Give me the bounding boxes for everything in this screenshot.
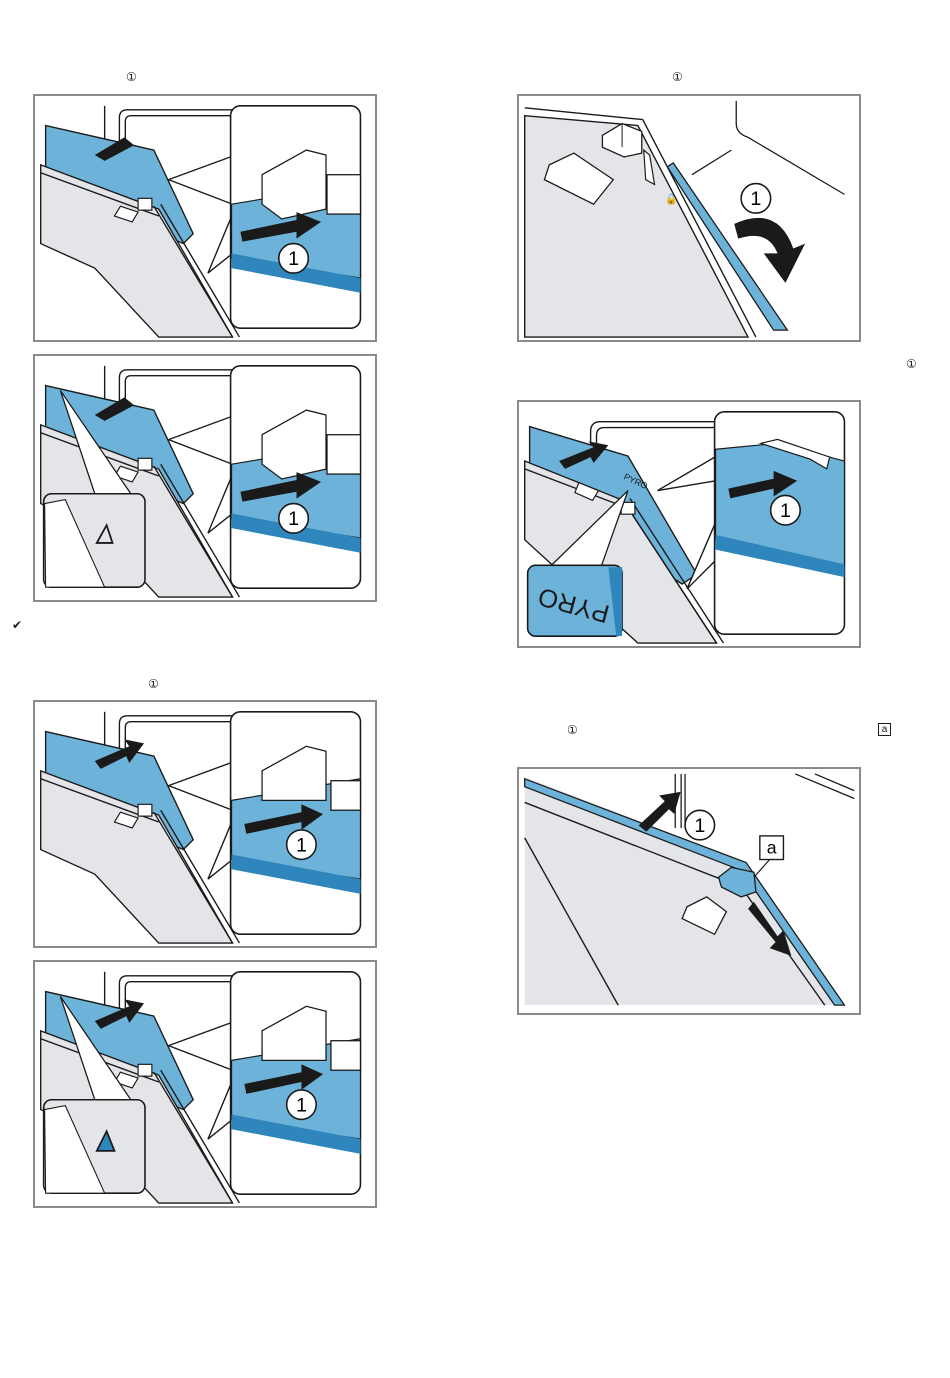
figure-insert-panel-2-drawing: 1 <box>35 962 375 1206</box>
step-ref-marker-right-mid: ① <box>906 358 917 370</box>
figure-remove-panel-1-drawing: 1 <box>35 96 375 340</box>
callout-1-label: 1 <box>750 188 761 210</box>
figure-insert-panel-2: 1 <box>33 960 377 1208</box>
figure-insert-panel-1: 1 <box>33 700 377 948</box>
callout-a-label: a <box>767 838 777 858</box>
figure-remove-panel-2: 1 <box>33 354 377 602</box>
callout-1-label: 1 <box>296 835 307 857</box>
figure-open-clip-drawing: 🔓 1 <box>519 96 859 340</box>
figure-insert-panel-1-drawing: 1 <box>35 702 375 946</box>
figure-close-clip-drawing: 1 a <box>519 769 859 1013</box>
figure-remove-panel-1: 1 <box>33 94 377 342</box>
callout-1-label: 1 <box>780 500 791 522</box>
figure-pyro-panel: PYRO PYRO 1 <box>517 400 861 648</box>
step-ref-marker-top-left: ① <box>126 71 137 83</box>
callout-1-label: 1 <box>288 508 299 530</box>
figure-pyro-panel-drawing: PYRO PYRO 1 <box>519 402 859 646</box>
step-ref-marker-top-right: ① <box>672 71 683 83</box>
callout-1-label: 1 <box>296 1095 307 1117</box>
part-ref-box-a: a <box>878 723 891 736</box>
check-icon: ✔ <box>12 618 22 632</box>
callout-1-label: 1 <box>694 815 705 837</box>
unlock-icon: 🔓 <box>665 193 677 205</box>
callout-1-label: 1 <box>288 248 299 270</box>
step-ref-marker-left-mid: ① <box>148 678 159 690</box>
figure-open-clip: 🔓 1 <box>517 94 861 342</box>
figure-remove-panel-2-drawing: 1 <box>35 356 375 600</box>
step-ref-marker-right-lower: ① <box>567 724 578 736</box>
figure-close-clip: 1 a <box>517 767 861 1015</box>
